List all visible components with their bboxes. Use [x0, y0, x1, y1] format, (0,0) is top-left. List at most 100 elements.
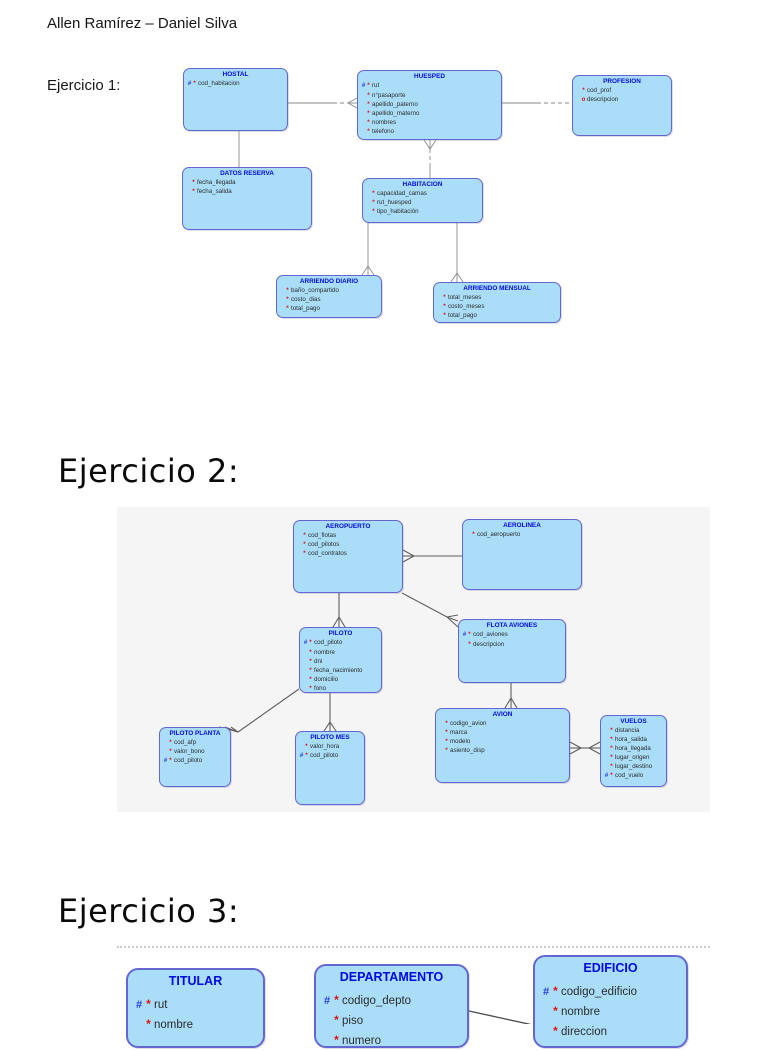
separator-line: [117, 946, 710, 948]
attribute-name: codigo_edificio: [561, 986, 638, 998]
attribute-row: *apellido_materno: [361, 109, 498, 118]
star-marker: *: [367, 92, 370, 99]
attribute-name: nombre: [314, 649, 335, 656]
attribute-name: lugar_destino: [615, 763, 653, 770]
attribute-name: asiento_disp: [450, 747, 485, 754]
attribute-name: nombre: [154, 1019, 193, 1031]
entity-title: VUELOS: [620, 718, 647, 725]
attribute-name: cod_aeropuerto: [477, 531, 521, 538]
attribute-name: modelo: [450, 738, 471, 745]
attribute-name: hora_llegada: [615, 745, 651, 752]
attribute-row: *piso: [322, 1011, 461, 1031]
attribute-row: *baño_compartido: [280, 286, 378, 295]
attribute-name: lugar_origen: [615, 754, 650, 761]
attribute-row: *hora_llegada: [604, 744, 663, 753]
attribute-name: valor_bono: [174, 748, 205, 755]
attribute-row: *nombre: [303, 648, 378, 657]
star-marker: *: [309, 685, 312, 692]
entity-title: PILOTO PLANTA: [169, 730, 221, 737]
connector-avion-vuelos: [569, 741, 601, 755]
attribute-row: *distancia: [604, 726, 663, 735]
attribute-name: rut: [154, 999, 168, 1011]
attribute-row: *lugar_origen: [604, 753, 663, 762]
attribute-row: *lugar_destino: [604, 762, 663, 771]
star-marker: *: [309, 639, 312, 646]
exercise-3-label: Ejercicio 3:: [58, 892, 240, 930]
attribute-name: direccion: [561, 1026, 608, 1038]
star-marker: *: [146, 1017, 151, 1031]
attribute-row: *total_meses: [437, 293, 557, 302]
attribute-name: distancia: [615, 727, 640, 734]
entity-title: PILOTO: [328, 630, 353, 637]
star-marker: *: [367, 82, 370, 89]
hash-marker: #: [135, 999, 143, 1011]
attribute-row: #*codigo_depto: [322, 991, 461, 1011]
star-marker: *: [309, 649, 312, 656]
attribute-name: cod_habitacion: [198, 80, 240, 87]
star-marker: *: [553, 1024, 558, 1038]
attribute-name: total_pago: [291, 305, 320, 312]
attribute-name: fecha_nacimiento: [314, 667, 363, 674]
attribute-name: n°pasaporte: [372, 92, 406, 99]
connector-habitacion-arriendo-mensual: [450, 223, 464, 283]
entity-piloto-planta: PILOTO PLANTA*cod_afp*valor_bono#*cod_pi…: [159, 727, 231, 787]
hash-marker: #: [299, 753, 304, 759]
attribute-row: #*cod_piloto: [299, 751, 361, 761]
entity-title: DEPARTAMENTO: [339, 970, 444, 984]
entity-title: HOSTAL: [222, 71, 249, 78]
star-marker: *: [610, 745, 613, 752]
star-marker: *: [286, 287, 289, 294]
attribute-row: *marca: [439, 728, 566, 737]
entity-title: AEROPUERTO: [325, 523, 371, 530]
attribute-row: *fecha_llegada: [186, 178, 308, 187]
connector-flota-aviones-avion: [504, 683, 518, 709]
entity-aerolinea: AEROLINEA*cod_aeropuerto: [462, 519, 582, 590]
attribute-name: fecha_salida: [197, 188, 232, 195]
star-marker: *: [169, 757, 172, 764]
attribute-row: #*cod_aviones: [462, 630, 562, 640]
star-marker: *: [309, 658, 312, 665]
entity-title: TITULAR: [168, 974, 223, 988]
attribute-name: baño_compartido: [291, 287, 339, 294]
attribute-row: *fono: [303, 684, 378, 693]
star-marker: *: [610, 736, 613, 743]
star-marker: *: [286, 305, 289, 312]
star-marker: *: [169, 739, 172, 746]
entity-title: ARRIENDO MENSUAL: [463, 285, 531, 292]
connector-piloto-piloto-planta: [218, 688, 300, 733]
attribute-row: *cod_flotas: [297, 531, 399, 540]
star-marker: *: [472, 531, 475, 538]
star-marker: *: [367, 128, 370, 135]
hash-marker: #: [163, 758, 168, 764]
connector-aeropuerto-piloto: [332, 593, 346, 628]
attribute-row: #*cod_piloto: [303, 638, 378, 648]
star-marker: *: [309, 667, 312, 674]
attribute-row: *numero: [322, 1031, 461, 1051]
star-marker: *: [610, 763, 613, 770]
star-marker: *: [193, 80, 196, 87]
attribute-row: *asiento_disp: [439, 746, 566, 755]
attribute-name: hora_salida: [615, 736, 647, 743]
hash-marker: #: [323, 995, 331, 1007]
attribute-name: marca: [450, 729, 468, 736]
entity-flota-aviones: FLOTA AVIONES#*cod_aviones*descripcion: [458, 619, 566, 683]
attribute-row: *dni: [303, 657, 378, 666]
entity-title: HABITACION: [402, 181, 443, 188]
entity-aeropuerto: AEROPUERTO*cod_flotas*cod_pilotos*cod_co…: [293, 520, 403, 593]
entity-arriendo-mensual: ARRIENDO MENSUAL*total_meses*costo_meses…: [433, 282, 561, 323]
star-marker: *: [468, 641, 471, 648]
star-marker: *: [146, 997, 151, 1011]
attribute-row: *codigo_avion: [439, 719, 566, 728]
attribute-row: *capacidad_camas: [366, 189, 479, 198]
attribute-row: *telefono: [361, 127, 498, 136]
attribute-row: #*cod_vuelo: [604, 771, 663, 781]
star-marker: *: [443, 303, 446, 310]
star-marker: *: [553, 984, 558, 998]
connector-piloto-piloto-mes: [323, 693, 337, 732]
attribute-row: *nombre: [541, 1002, 680, 1022]
star-marker: *: [553, 1004, 558, 1018]
star-marker: *: [305, 743, 308, 750]
star-marker: *: [192, 179, 195, 186]
attribute-row: *apellido_paterno: [361, 100, 498, 109]
exercise-2-label: Ejercicio 2:: [58, 452, 240, 490]
